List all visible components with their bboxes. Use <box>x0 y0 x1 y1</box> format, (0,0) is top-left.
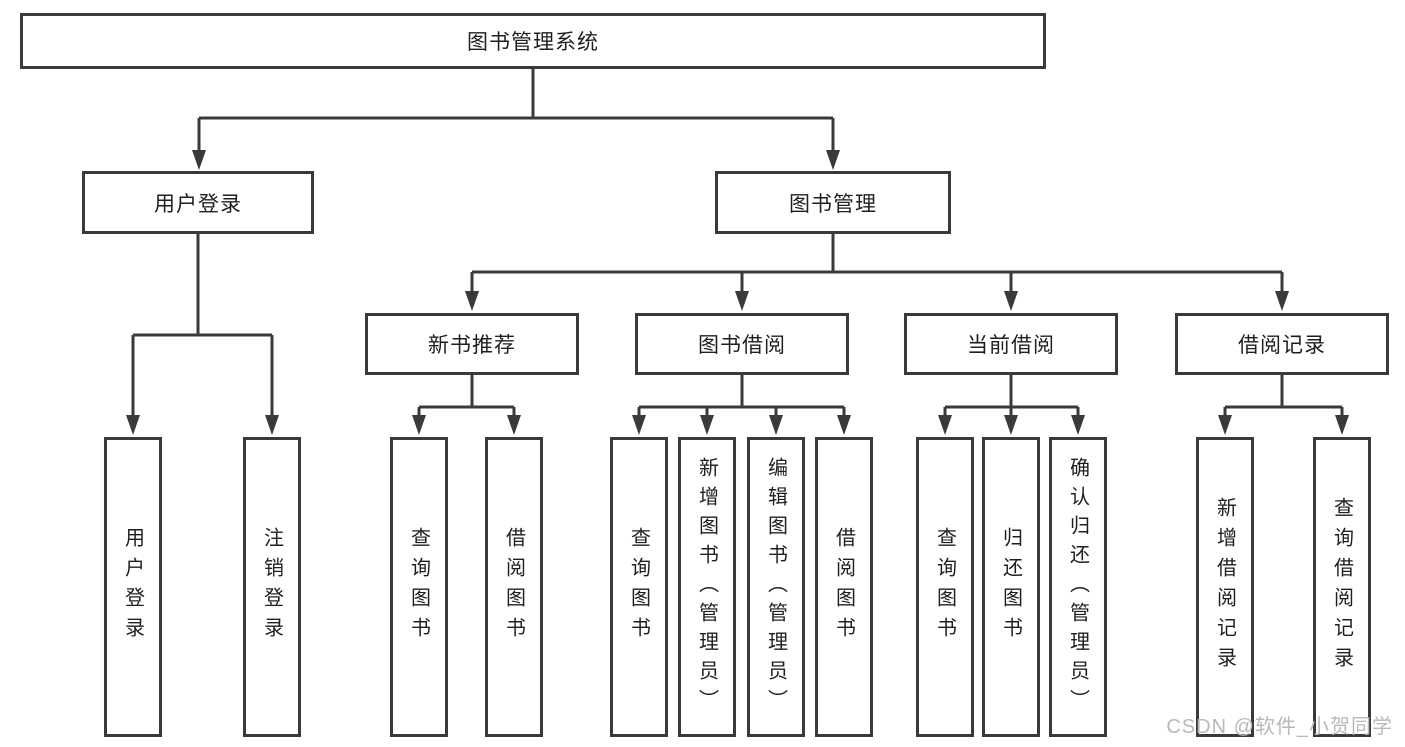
node-label: 图书借阅 <box>698 334 786 357</box>
leaf-user-login: 用户登录 <box>104 437 162 737</box>
leaf-label: 注销登录 <box>260 527 283 647</box>
node-label: 图书管理 <box>789 192 877 216</box>
node-current-borrowing: 当前借阅 <box>904 313 1118 375</box>
leaf-label: 新增借阅记录 <box>1213 497 1236 677</box>
leaf-query-books-current: 查询图书 <box>916 437 974 737</box>
leaf-borrow-books-recommend: 借阅图书 <box>485 437 543 737</box>
node-user-login: 用户登录 <box>82 171 314 234</box>
leaf-label: 借阅图书 <box>502 527 525 647</box>
leaf-return-books: 归还图书 <box>982 437 1040 737</box>
leaf-label: 借阅图书 <box>832 527 855 647</box>
leaf-label: 归还图书 <box>999 527 1022 647</box>
leaf-add-borrow-record: 新增借阅记录 <box>1196 437 1254 737</box>
leaf-label: 用户登录 <box>121 527 144 647</box>
node-label: 用户登录 <box>154 192 242 216</box>
leaf-label: 确认归还（管理员） <box>1066 456 1089 718</box>
leaf-add-book-admin: 新增图书（管理员） <box>678 437 736 737</box>
node-label: 借阅记录 <box>1238 334 1326 357</box>
node-book-borrowing: 图书借阅 <box>635 313 849 375</box>
arrowhead-icons <box>126 150 1349 435</box>
leaf-query-borrow-record: 查询借阅记录 <box>1313 437 1371 737</box>
node-book-management: 图书管理 <box>715 171 951 234</box>
leaf-borrow-books-borrowing: 借阅图书 <box>815 437 873 737</box>
leaf-query-books-borrowing: 查询图书 <box>610 437 668 737</box>
node-label: 当前借阅 <box>967 334 1055 357</box>
leaf-label: 编辑图书（管理员） <box>764 456 787 718</box>
node-label: 新书推荐 <box>428 334 516 357</box>
leaf-label: 查询图书 <box>407 527 430 647</box>
csdn-watermark: CSDN @软件_小贺同学 <box>1166 716 1393 738</box>
node-library-management-system: 图书管理系统 <box>20 13 1046 69</box>
leaf-label: 查询图书 <box>933 527 956 647</box>
node-borrowing-records: 借阅记录 <box>1175 313 1389 375</box>
leaf-query-books-recommend: 查询图书 <box>390 437 448 737</box>
leaf-label: 新增图书（管理员） <box>695 456 718 718</box>
node-label: 图书管理系统 <box>467 31 599 54</box>
node-new-book-recommendation: 新书推荐 <box>365 313 579 375</box>
leaf-label: 查询借阅记录 <box>1330 497 1353 677</box>
leaf-label: 查询图书 <box>627 527 650 647</box>
leaf-logout-login: 注销登录 <box>243 437 301 737</box>
leaf-edit-book-admin: 编辑图书（管理员） <box>747 437 805 737</box>
leaf-confirm-return-admin: 确认归还（管理员） <box>1049 437 1107 737</box>
